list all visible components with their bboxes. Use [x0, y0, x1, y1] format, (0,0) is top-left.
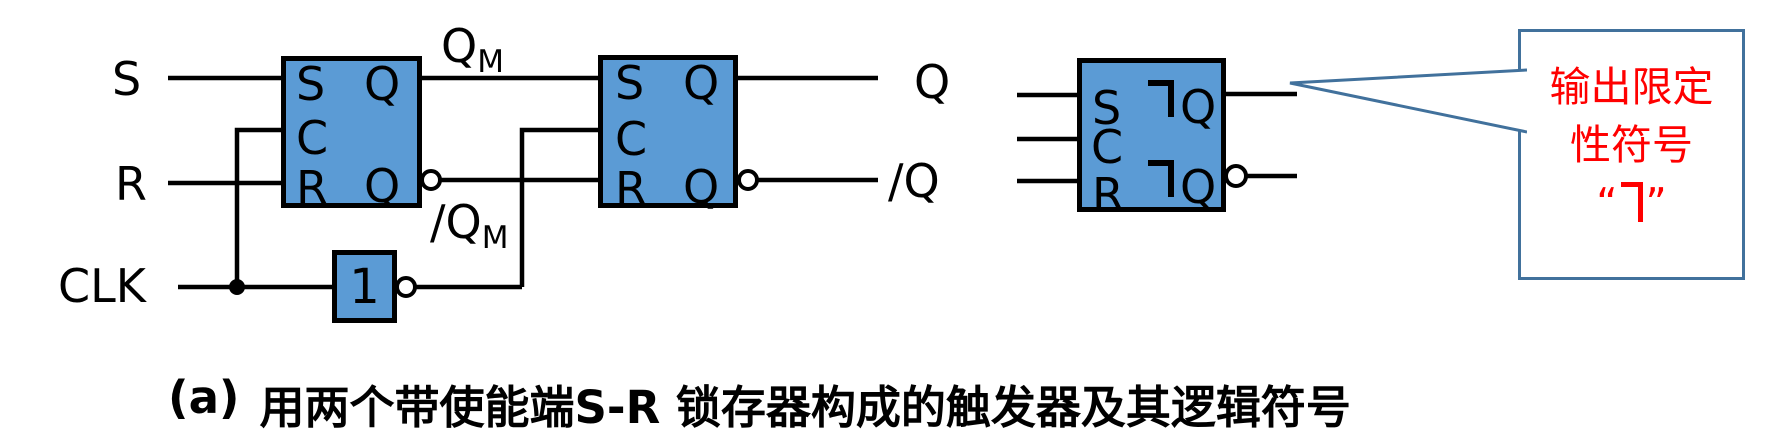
symbol-pin-c: C	[1091, 120, 1124, 174]
label-qm-bar-base: /Q	[430, 195, 482, 249]
symbol-pin-qbar: Q	[1180, 160, 1217, 214]
output-qualifier-icon	[1148, 80, 1174, 117]
label-q-output: Q	[914, 55, 951, 109]
callout-pointer	[1289, 68, 1527, 134]
caption-text: 用两个带使能端S-R 锁存器构成的触发器及其逻辑符号	[259, 381, 1351, 434]
slave-latch-pin-s: S	[615, 56, 645, 110]
slave-latch-pin-qbar: Q	[683, 160, 720, 214]
callout-line-2: 性符号	[1570, 121, 1693, 170]
wire-inverter-to-c2	[415, 127, 598, 290]
callout-line-1: 输出限定	[1549, 63, 1714, 111]
slave-latch-pin-q: Q	[683, 56, 720, 110]
inverter-block: 1	[332, 250, 397, 323]
output-qualifier-icon	[1148, 160, 1174, 197]
slave-latch-pin-c: C	[615, 112, 648, 166]
callout-close-quote: ”	[1645, 179, 1667, 228]
label-clk-input: CLK	[58, 259, 146, 313]
output-qualifier-icon	[1620, 182, 1643, 223]
callout-open-quote: “	[1596, 179, 1618, 228]
slave-latch-block: S Q C R Q	[598, 55, 738, 214]
inversion-bubble-latch1	[420, 169, 442, 191]
inversion-bubble-inverter	[395, 276, 417, 298]
figure-caption: (a) 用两个带使能端S-R 锁存器构成的触发器及其逻辑符号	[168, 371, 1351, 436]
callout-line-3: “ ”	[1596, 174, 1667, 232]
master-latch-pin-q: Q	[364, 57, 401, 111]
label-qm-bar-sub: M	[481, 220, 509, 257]
inversion-bubble-latch2	[737, 169, 759, 191]
caption-index: (a)	[168, 371, 240, 424]
label-r-input: R	[115, 157, 147, 211]
symbol-pin-s: S	[1092, 81, 1122, 135]
label-qm: QM	[441, 23, 504, 78]
master-latch-pin-c: C	[296, 111, 329, 165]
wire-clk-to-c1	[234, 127, 281, 287]
label-qm-sub: M	[477, 44, 504, 81]
label-qm-bar: /QM	[430, 199, 508, 254]
symbol-pin-r: R	[1092, 168, 1124, 222]
callout-note: 输出限定 性符号 “ ”	[1518, 29, 1745, 280]
label-qbar-output: /Q	[888, 154, 940, 208]
junction-dot	[229, 279, 245, 295]
inverter-label: 1	[349, 258, 380, 315]
master-latch-pin-s: S	[296, 57, 326, 111]
slave-latch-pin-r: R	[615, 162, 647, 216]
inversion-bubble-symbol	[1224, 164, 1248, 188]
label-qm-base: Q	[441, 19, 478, 73]
master-latch-pin-r: R	[296, 161, 328, 215]
symbol-pin-q: Q	[1180, 80, 1217, 134]
master-latch-pin-qbar: Q	[364, 159, 401, 213]
master-latch-block: S Q C R Q	[281, 56, 422, 215]
label-s-input: S	[112, 52, 142, 106]
logic-symbol-block: S C R Q Q	[1077, 58, 1226, 218]
